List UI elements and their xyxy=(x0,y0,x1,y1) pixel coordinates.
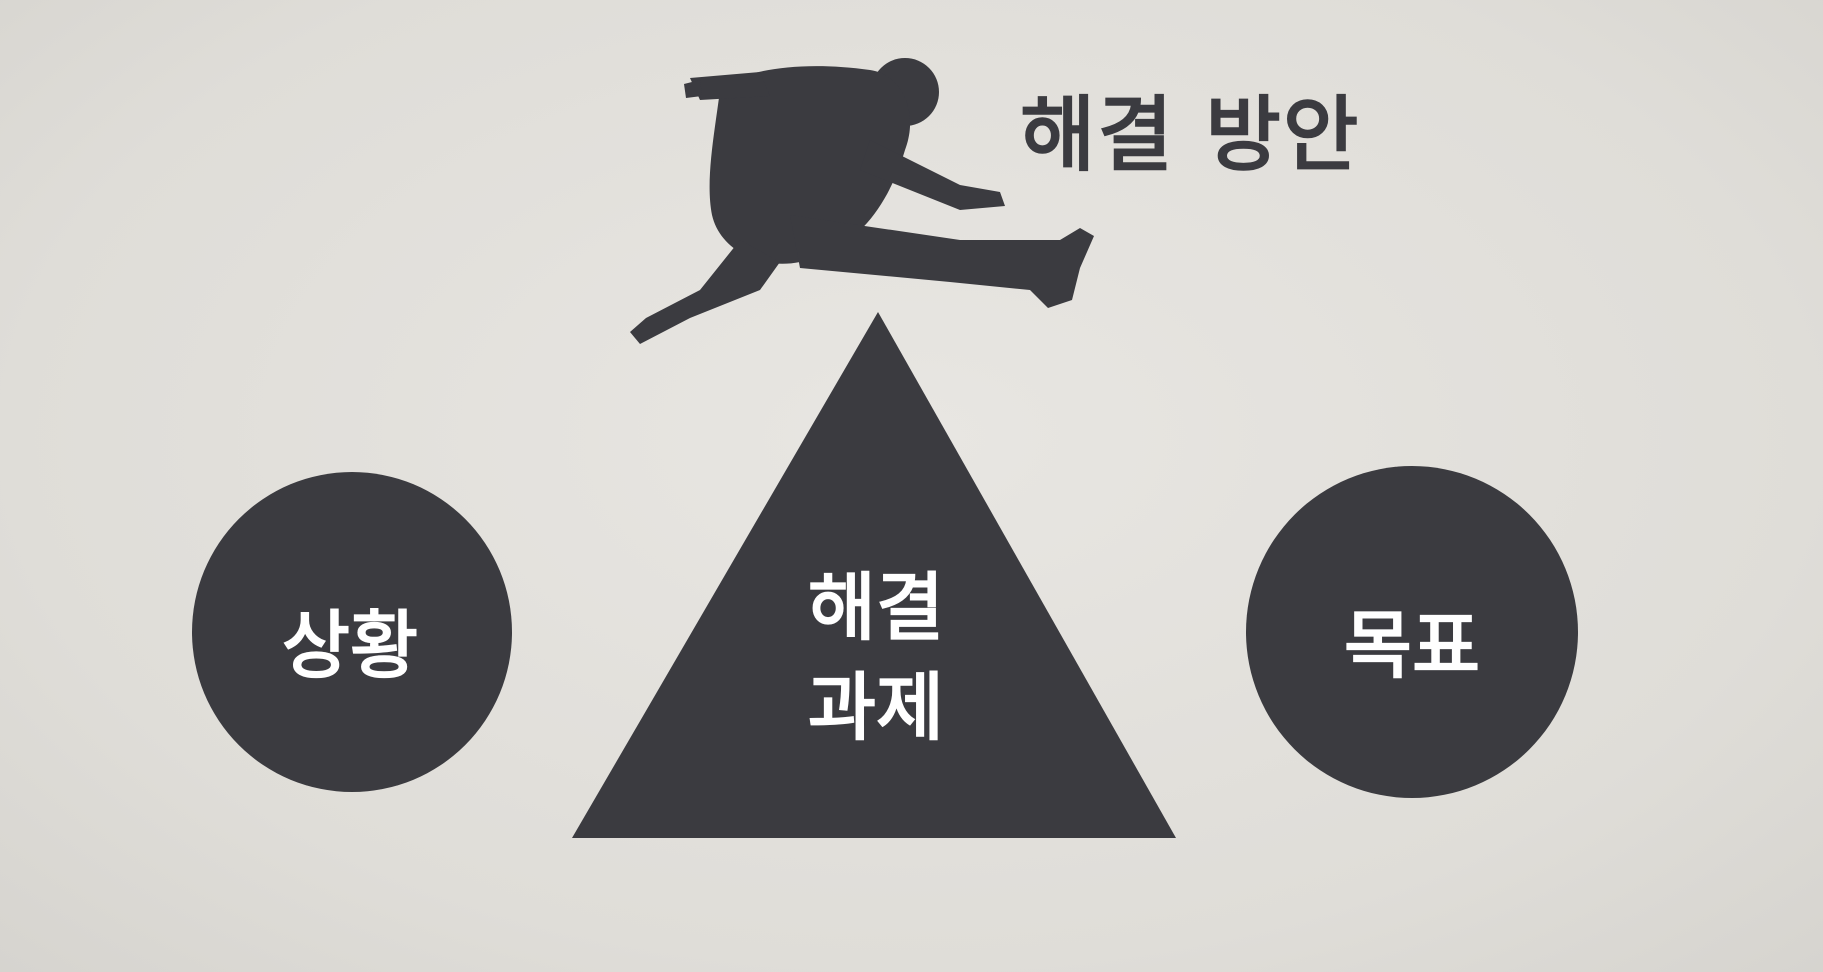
situation-label: 상황 xyxy=(281,603,419,689)
jumping-person-icon xyxy=(630,58,1094,344)
goal-label: 목표 xyxy=(1343,603,1481,689)
challenge-label-line2: 과제 xyxy=(807,665,945,751)
person-back-leg xyxy=(630,240,780,344)
challenge-label: 해결 과제 xyxy=(726,558,1026,758)
person-back-arm xyxy=(690,72,770,100)
person-front-arm xyxy=(860,140,1005,210)
situation-circle xyxy=(192,472,512,792)
solution-title: 해결 방안 xyxy=(1020,88,1361,183)
goal-circle xyxy=(1246,466,1578,798)
challenge-label-line1: 해결 xyxy=(807,565,945,651)
person-torso xyxy=(709,66,911,264)
challenge-triangle xyxy=(572,312,1176,838)
person-front-leg xyxy=(790,215,1094,308)
